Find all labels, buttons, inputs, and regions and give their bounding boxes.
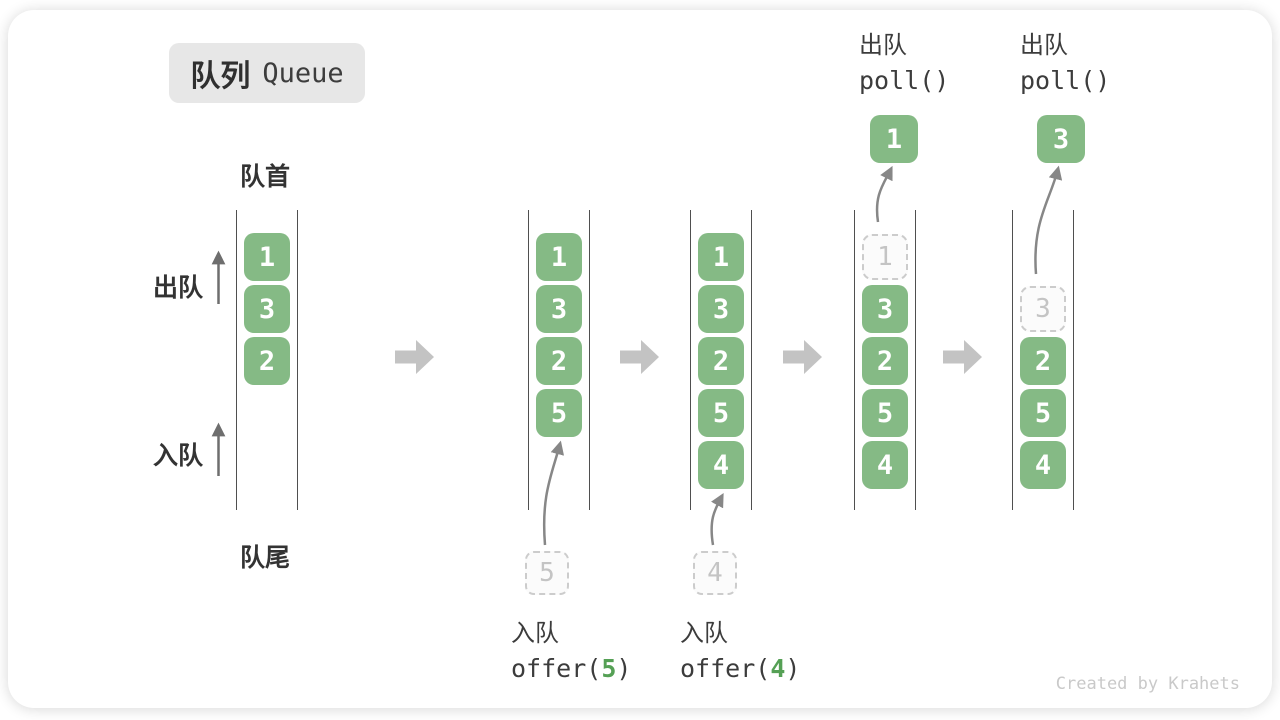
column-left-line [853,210,856,510]
dequeue-op-zh: 出队 [1020,32,1068,59]
enqueue-arrow [710,492,724,546]
column-right-line [296,210,299,510]
label-enqueue-side: 入队 [153,442,204,470]
queue-box: 1 [536,233,582,281]
column-right-line [588,210,591,510]
polled-ghost-box: 3 [1020,286,1066,332]
queue-box: 5 [698,389,744,437]
enqueue-op-code: offer(5) [511,654,632,683]
dequeue-operation-label: 出队 poll() [1020,28,1110,98]
queue-box: 5 [1020,389,1066,437]
enqueue-op-code: offer(4) [680,654,801,683]
queue-box: 2 [1020,337,1066,385]
queue-box: 2 [862,337,908,385]
polled-ghost-box: 1 [862,234,908,280]
queue-box: 2 [536,337,582,385]
queue-box: 3 [862,285,908,333]
queue-box: 2 [698,337,744,385]
queue-box: 1 [244,233,290,281]
queue-box: 1 [698,233,744,281]
enqueue-operation-label: 入队 offer(5) [511,616,631,686]
queue-box: 4 [1020,441,1066,489]
dequeue-operation-label: 出队 poll() [859,28,949,98]
column-left-line [235,210,238,510]
dequeue-op-code: poll() [859,66,950,95]
queue-box: 3 [698,285,744,333]
pending-enqueue-box: 5 [525,551,569,595]
title-badge: 队列 Queue [169,43,365,103]
enqueue-arrow [542,440,565,546]
next-state-block-arrow [395,340,434,374]
queue-box: 5 [862,389,908,437]
queue-box: 2 [244,337,290,385]
next-state-block-arrow [943,340,982,374]
label-queue-rear: 队尾 [240,544,291,572]
queue-box: 4 [862,441,908,489]
popped-box: 3 [1037,115,1085,163]
queue-box: 5 [536,389,582,437]
dequeue-arrow [1034,165,1063,275]
queue-box: 3 [244,285,290,333]
next-state-block-arrow [620,340,659,374]
watermark: Created by Krahets [1055,674,1240,694]
enqueue-op-zh: 入队 [511,620,559,647]
dequeue-op-zh: 出队 [859,32,907,59]
dequeue-arrow [875,165,893,223]
column-right-line [1072,210,1075,510]
column-left-line [527,210,530,510]
queue-box: 3 [536,285,582,333]
title-en: Queue [262,57,344,89]
next-state-block-arrow [783,340,822,374]
enqueue-op-zh: 入队 [680,620,728,647]
column-left-line [689,210,692,510]
title-zh: 队列 [190,60,251,93]
popped-box: 1 [870,115,918,163]
pending-enqueue-box: 4 [693,551,737,595]
label-queue-front: 队首 [240,163,291,191]
label-dequeue-side: 出队 [153,274,204,302]
column-left-line [1011,210,1014,510]
queue-box: 4 [698,441,744,489]
column-right-line [750,210,753,510]
dequeue-op-code: poll() [1020,66,1111,95]
enqueue-operation-label: 入队 offer(4) [680,616,800,686]
column-right-line [914,210,917,510]
